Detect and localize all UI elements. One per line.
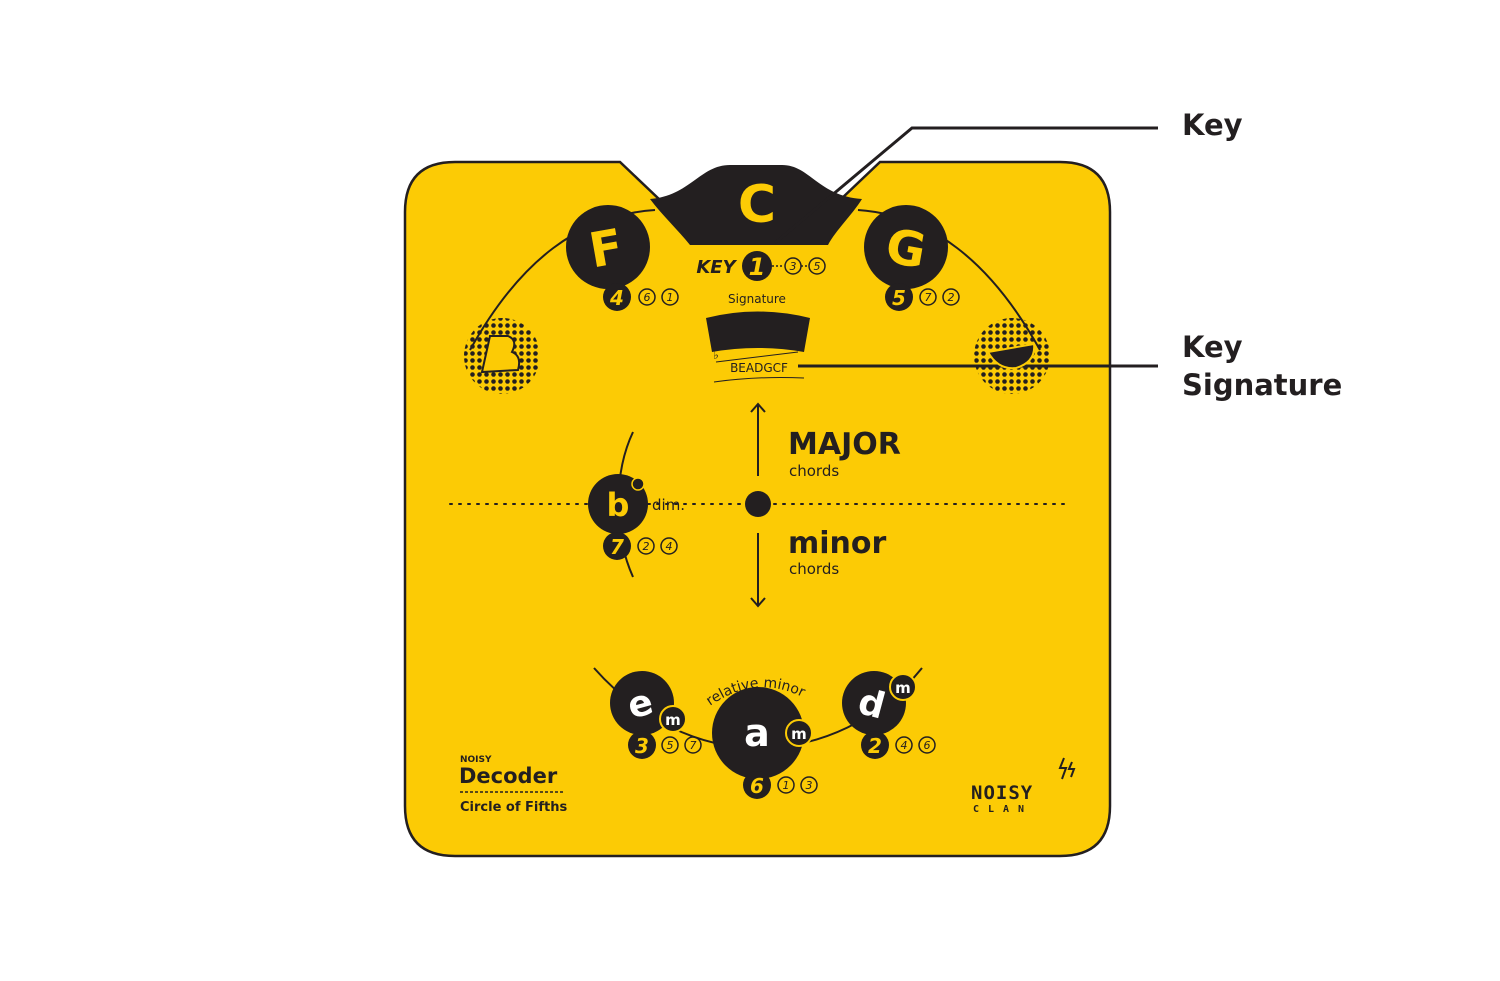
center-dot (745, 491, 771, 517)
signature-flat: ♭ (713, 348, 719, 362)
key-sub-badge-2 (808, 257, 826, 275)
svg-text:CLAN: CLAN (973, 804, 1033, 815)
chord-a-sub-1: 1 (783, 779, 790, 792)
chord-e-degree: 3 (635, 734, 649, 758)
key-signature-callout-line2: Signature (1182, 368, 1343, 402)
chord-g-sub-2: 2 (948, 291, 955, 304)
key-sub-2: 5 (814, 260, 821, 273)
chord-a-sub-2: 3 (806, 779, 813, 792)
signature-letters: BEADGCF (730, 361, 788, 375)
chord-b-dim-suffix: dim. (652, 496, 685, 514)
minor-arrow (750, 533, 766, 608)
key-signature-callout-line1: Key (1182, 330, 1243, 364)
key-note-c: C (738, 175, 776, 235)
chord-f-degree-badge (603, 283, 631, 311)
key-sub-1: 3 (790, 260, 797, 273)
chord-f-sub-1: 6 (644, 291, 651, 304)
chord-a-degree: 6 (750, 774, 764, 798)
chord-d-sub-2: 6 (924, 739, 931, 752)
chord-d-suffix: m (895, 679, 911, 697)
chord-g-degree: 5 (892, 286, 906, 310)
chord-e-circle (610, 671, 674, 735)
dim-symbol-icon (631, 477, 645, 491)
svg-text:NOISY: NOISY (971, 782, 1033, 804)
chord-b-dim-degree-badge (603, 532, 631, 560)
chord-b-dim-sub-2: 4 (666, 540, 673, 553)
key-window (650, 165, 862, 245)
chord-d-degree-badge (861, 731, 889, 759)
chord-d-sub-1: 4 (901, 739, 908, 752)
chord-g-degree-badge (885, 283, 913, 311)
noisy-clan-logo: NOISY CLAN (971, 757, 1076, 815)
hidden-chord-left-halftone (464, 318, 540, 394)
key-callout: Key (1182, 108, 1243, 142)
chord-e-sub-2: 7 (690, 739, 697, 752)
chord-e-suffix: m (665, 711, 681, 729)
signature-label: Signature (728, 292, 786, 306)
chord-d-suffix-badge (889, 673, 917, 701)
chord-g-sub-1: 7 (925, 291, 932, 304)
chord-d-degree: 2 (868, 734, 882, 758)
brand-small: NOISY (460, 755, 492, 765)
chord-g-circle (864, 205, 948, 289)
key-signature-callout: Key Signature (1182, 328, 1342, 404)
major-subtitle: chords (789, 462, 839, 480)
key-degree-badge (742, 251, 772, 281)
chord-b-dim-note: b (607, 486, 630, 524)
major-arrow (750, 402, 766, 476)
chord-b-dim-circle (588, 474, 648, 534)
chord-a-suffix: m (791, 725, 807, 743)
chord-a-note: a (744, 711, 770, 755)
key-leader-line (774, 126, 1158, 245)
minor-title: minor (788, 526, 887, 561)
chord-a-circle (712, 687, 804, 779)
chord-a-degree-badge (743, 771, 771, 799)
major-title: MAJOR (788, 427, 901, 462)
brand-title: Decoder (459, 764, 558, 788)
hidden-chord-right-halftone (974, 318, 1050, 394)
chord-f-degree: 4 (609, 286, 624, 310)
lightning-icon (1058, 757, 1076, 780)
chord-e-suffix-badge (659, 705, 687, 733)
minor-subtitle: chords (789, 560, 839, 578)
chord-e-degree-badge (628, 731, 656, 759)
chord-e-sub-1: 5 (667, 739, 674, 752)
chord-f-circle (566, 205, 650, 289)
key-label: KEY (696, 257, 737, 278)
signature-window (706, 311, 810, 352)
chord-a-suffix-badge (785, 719, 813, 747)
chord-f-sub-2: 1 (667, 291, 674, 304)
chord-g-note: G (882, 218, 931, 280)
chord-b-dim-sub-1: 2 (643, 540, 650, 553)
chord-b-dim-degree: 7 (610, 535, 624, 559)
brand-subtitle: Circle of Fifths (460, 800, 567, 815)
key-degree: 1 (749, 253, 766, 281)
